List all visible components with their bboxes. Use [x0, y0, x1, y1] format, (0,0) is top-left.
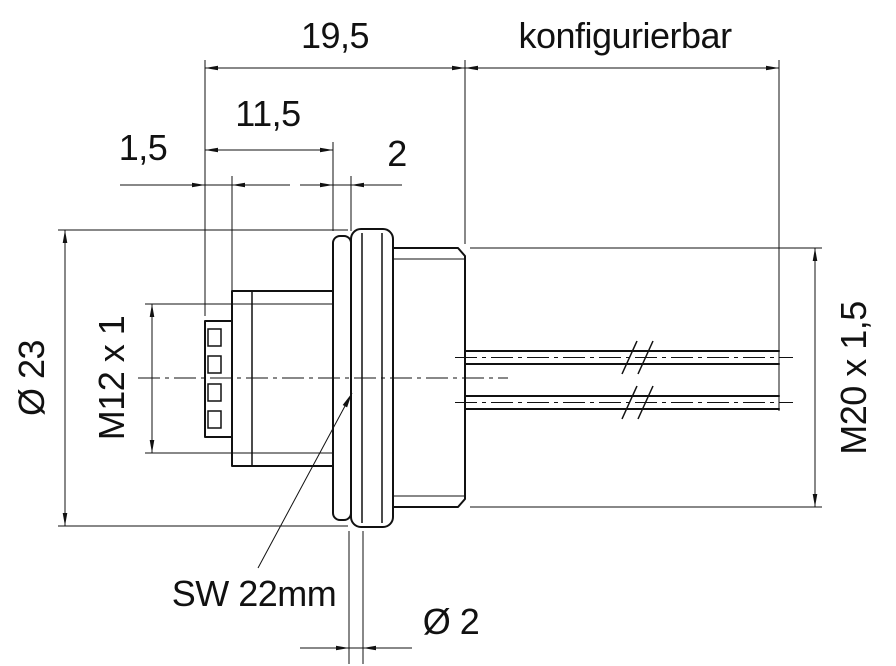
- dim-overall-label: 19,5: [301, 15, 369, 56]
- dimension-labels: 19,5 konfigurierbar 11,5 1,5 2 Ø 23 M12 …: [11, 15, 874, 642]
- dimension-lines: [62, 65, 818, 651]
- dim-body-length-label: 11,5: [235, 93, 300, 134]
- contact-tooth: [207, 328, 222, 347]
- dim-mount-thread-label: M20 x 1,5: [833, 301, 874, 455]
- arrowhead: [192, 182, 205, 188]
- arrowhead: [205, 65, 218, 71]
- arrowhead: [336, 645, 349, 651]
- contact-insert: [204, 320, 233, 438]
- arrowhead: [62, 513, 68, 526]
- arrowhead: [351, 182, 364, 188]
- arrowhead: [812, 248, 818, 261]
- extension-lines: [58, 60, 822, 664]
- wires: [464, 350, 780, 410]
- arrowhead: [62, 230, 68, 243]
- arrowhead: [363, 645, 376, 651]
- dim-front-thread-label: M12 x 1: [91, 316, 132, 441]
- arrowhead: [320, 182, 333, 188]
- contact-tooth: [207, 410, 222, 429]
- dim-configurable-label: konfigurierbar: [518, 15, 732, 56]
- arrowhead: [812, 494, 818, 507]
- centerlines: [138, 356, 793, 404]
- arrowhead: [465, 65, 478, 71]
- contact-tooth: [207, 383, 222, 402]
- wire-break-marks: [621, 340, 654, 420]
- leader-line: [257, 392, 353, 569]
- dim-washer-label: 1,5: [119, 127, 168, 168]
- arrowhead: [766, 65, 779, 71]
- contact-tooth: [207, 355, 222, 374]
- arrowhead: [232, 182, 245, 188]
- arrowhead: [205, 147, 218, 153]
- arrowhead: [452, 65, 465, 71]
- arrowhead: [342, 393, 352, 408]
- arrowhead: [320, 147, 333, 153]
- connector-outline: [204, 228, 780, 528]
- dim-wire-diameter-label: Ø 2: [423, 601, 480, 642]
- arrowhead: [149, 440, 155, 453]
- m20-thread-body: [392, 247, 466, 508]
- dim-flange-diameter-label: Ø 23: [11, 340, 52, 416]
- dim-gasket-label: 2: [387, 133, 407, 174]
- dim-wrench-size-label: SW 22mm: [172, 573, 337, 614]
- arrowhead: [149, 304, 155, 317]
